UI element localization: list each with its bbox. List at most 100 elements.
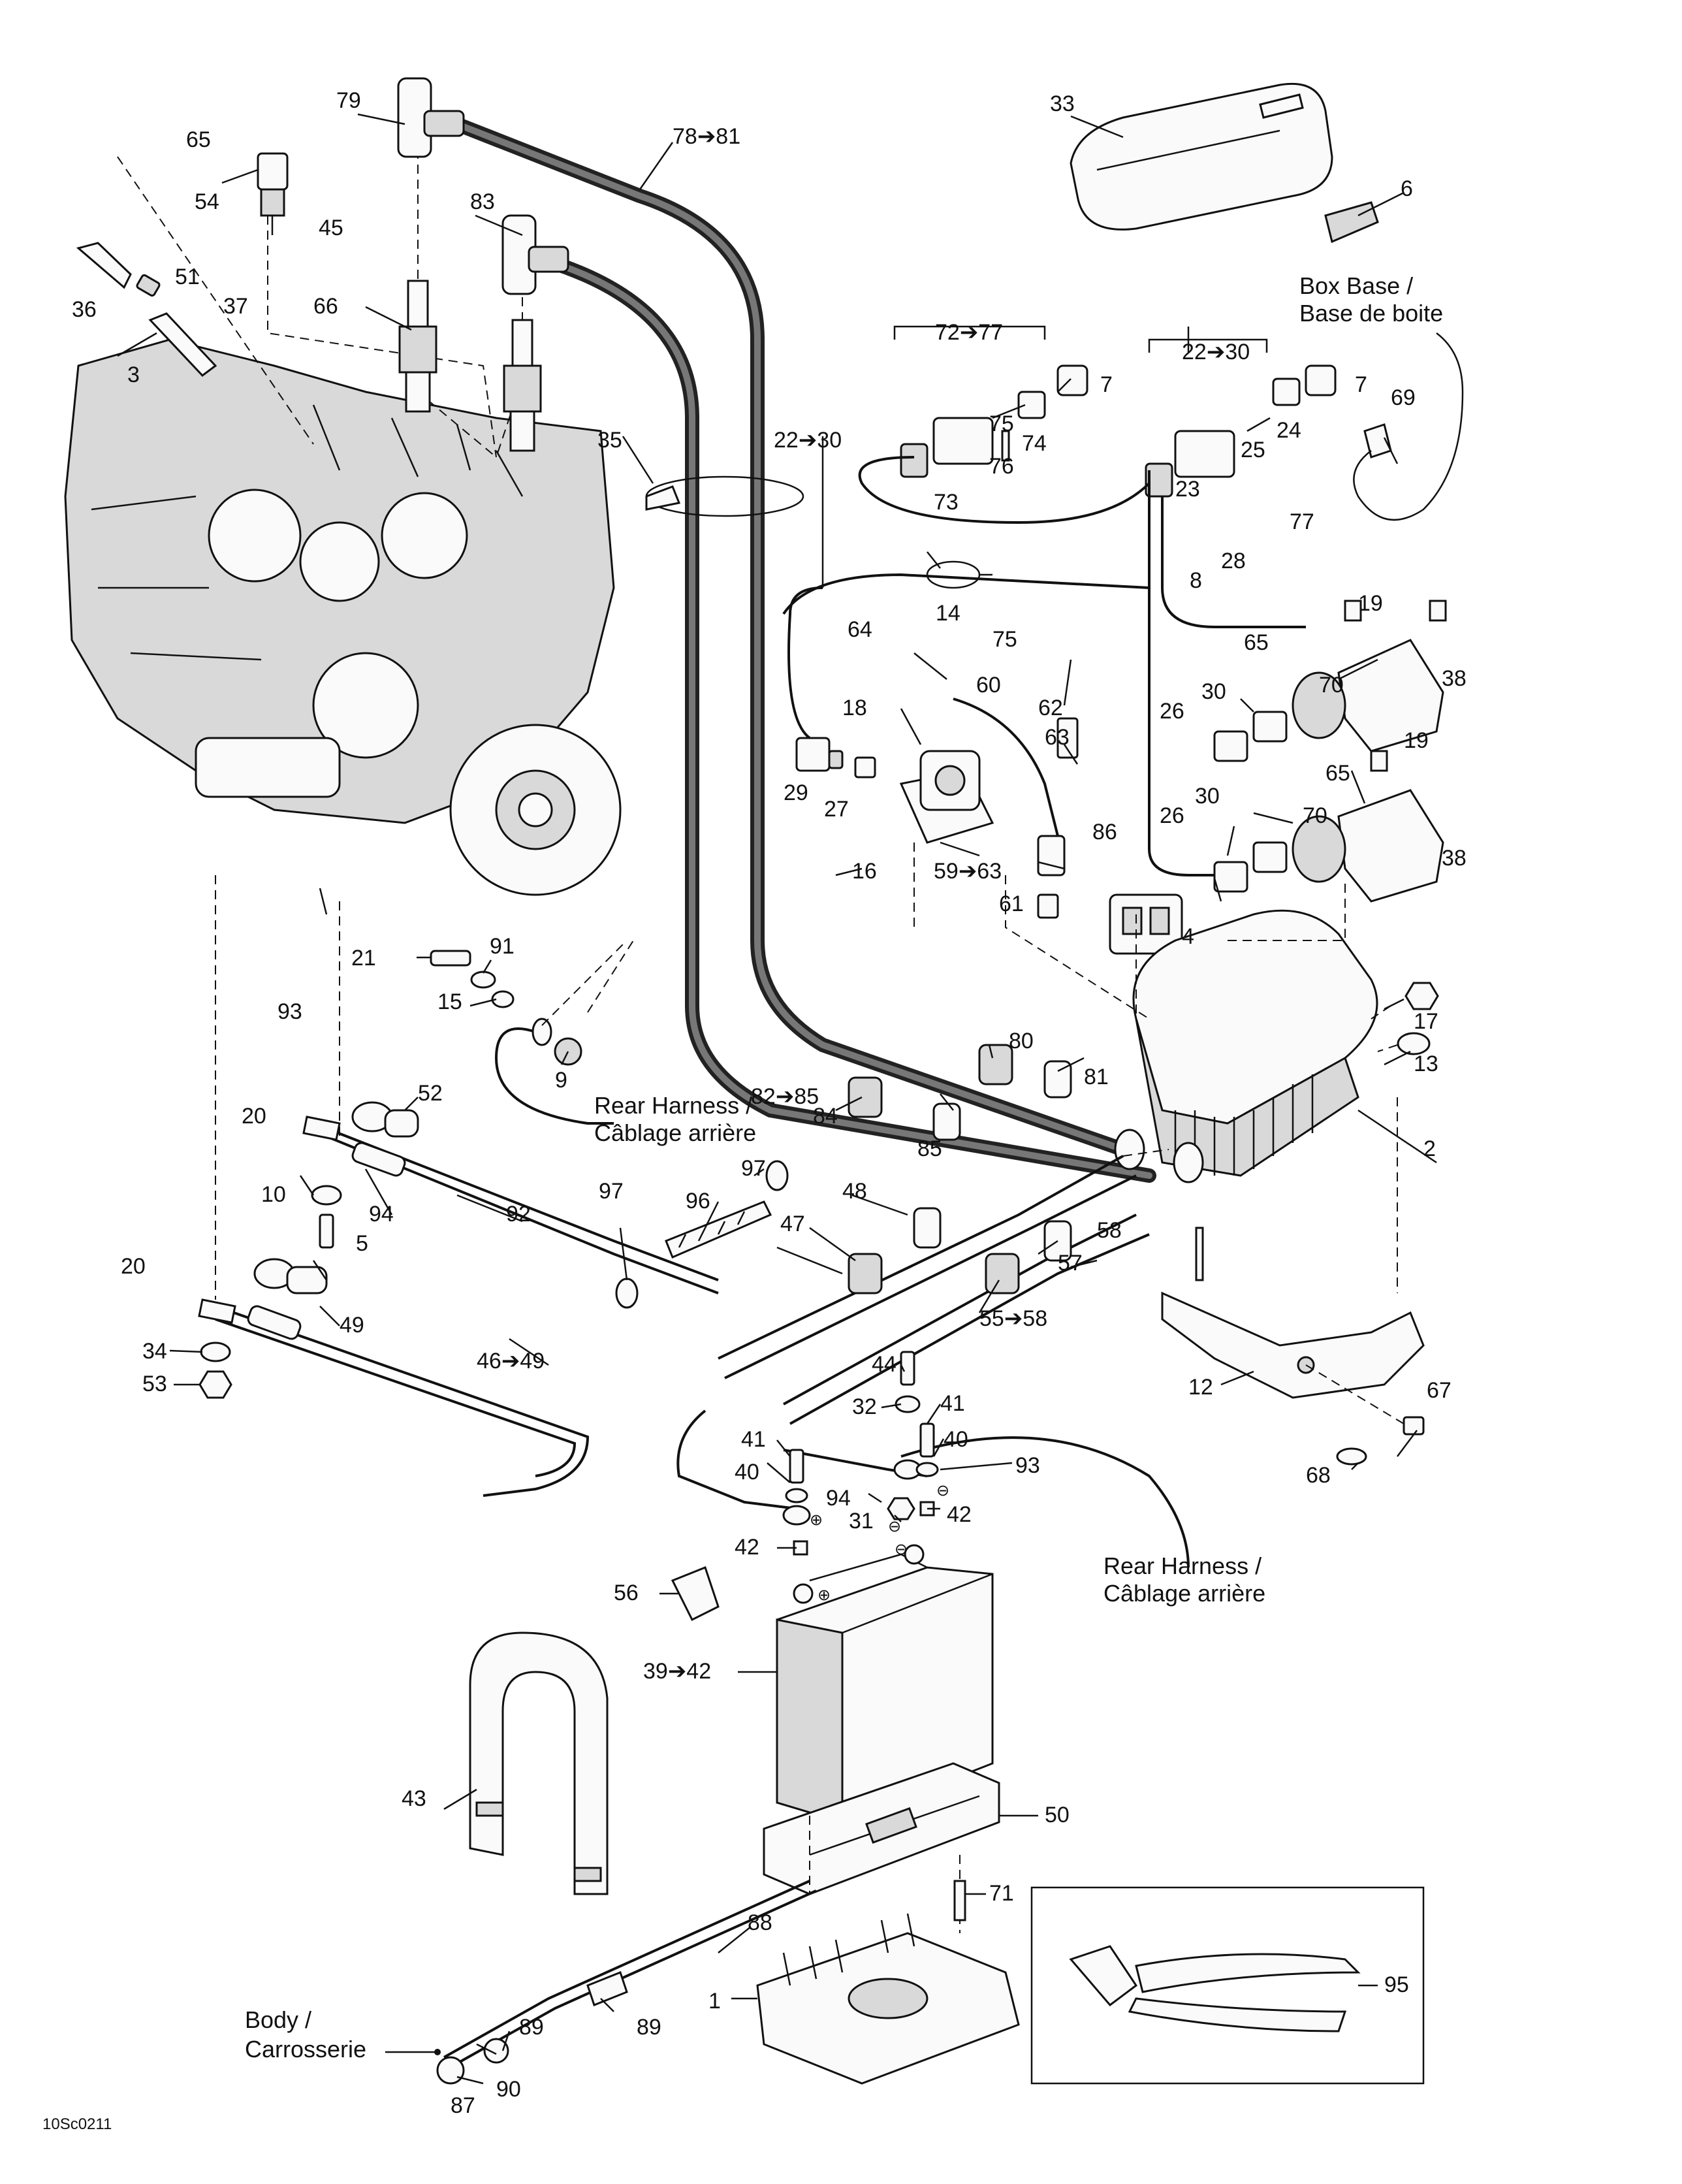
callout-75-a: 75 [989,411,1014,436]
callout-55-58: 55➔58 [979,1306,1047,1331]
callout-40-b: 40 [944,1427,968,1452]
callout-72-77: 72➔77 [935,320,1003,345]
callout-94-a: 94 [369,1202,394,1227]
callout-41-b: 41 [940,1391,965,1416]
callout-38-a: 38 [1442,666,1467,691]
caption-rear-harness2-fr: Câblage arrière [1103,1580,1265,1607]
symbol-plus: ⊕ [810,1511,823,1529]
sensor-36-51 [76,242,217,377]
callout-91: 91 [490,934,515,959]
callout-42-a: 42 [735,1535,759,1560]
callout-80: 80 [1009,1029,1034,1053]
bolt-41-right [919,1422,935,1458]
rectifier-38-bottom [1292,750,1444,903]
leader-lines [117,113,1437,2085]
callout-69: 69 [1391,385,1416,410]
callout-53: 53 [142,1372,167,1396]
grommet-81 [1114,1129,1145,1170]
callout-64: 64 [848,617,872,642]
callout-52: 52 [418,1081,443,1106]
figure-code: 10Sc0211 [42,2115,112,2133]
callout-42-b: 42 [947,1502,972,1527]
callout-8: 8 [1190,568,1202,593]
callout-24: 24 [1277,418,1301,443]
callout-73: 73 [934,490,959,515]
callout-47: 47 [780,1212,805,1236]
callout-76: 76 [989,454,1014,479]
callout-25: 25 [1241,438,1265,462]
battery-minus-sign: ⊖ [895,1541,908,1558]
callout-6: 6 [1401,176,1413,201]
washer-10 [311,1185,342,1206]
callout-35: 35 [597,428,622,453]
callout-7-a: 7 [1100,372,1113,397]
battery-cable-92 [302,1116,719,1294]
caption-rear-harness-fr: Câblage arrière [594,1119,756,1146]
nut-31 [887,1497,915,1520]
callout-43: 43 [402,1786,426,1811]
callout-97-a: 97 [599,1179,624,1204]
callout-22-30-b: 22➔30 [1182,340,1250,364]
ignition-cable-82-85 [541,254,1156,1183]
callout-62: 62 [1038,696,1063,720]
callout-60: 60 [976,673,1001,698]
washer-40-left [785,1488,808,1503]
caption-body-fr: Carrosserie [245,2036,366,2063]
battery-strap-43 [469,1631,609,1895]
callout-89-b: 89 [637,2015,661,2040]
callout-19-b: 19 [1404,728,1429,753]
callout-70-a: 70 [1319,673,1344,698]
callout-30-a: 30 [1201,679,1226,704]
callout-12: 12 [1188,1375,1213,1400]
spark-plug-66 [398,280,542,452]
callout-2: 2 [1423,1136,1436,1161]
callout-45: 45 [319,216,343,240]
bolt-5 [319,1213,334,1249]
boot-80 [978,1044,1013,1085]
washer-13 [1397,1032,1431,1055]
callout-26-b: 26 [1160,803,1184,828]
temperature-sensor-54 [257,152,289,235]
sleeve-96 [665,1200,772,1259]
nut-53 [198,1370,232,1399]
support-bracket-12 [1161,1227,1425,1399]
callout-88: 88 [748,1910,772,1935]
callout-75-b: 75 [992,627,1017,652]
rectifier-38-top [1292,600,1447,752]
connector-29-27 [795,737,876,779]
washer-34 [200,1341,231,1362]
fuse-61 [1037,893,1059,919]
callout-90: 90 [496,2077,521,2102]
callout-37: 37 [223,294,248,319]
callout-28: 28 [1221,549,1246,573]
callout-49: 49 [340,1313,364,1338]
callout-18: 18 [842,696,867,720]
battery-cable-terminals [676,1409,1190,1568]
callout-1: 1 [708,1989,721,2014]
callout-7-b: 7 [1355,372,1367,397]
callout-67: 67 [1427,1378,1452,1403]
callout-30-b: 30 [1195,784,1220,809]
connector-26-30 [1213,711,1288,893]
callout-14: 14 [936,601,960,626]
callout-16: 16 [852,859,877,884]
callout-58: 58 [1097,1218,1122,1243]
box-cover-33 [1070,82,1379,244]
callout-48: 48 [842,1179,867,1204]
callout-57: 57 [1058,1251,1083,1276]
callout-22-30-a: 22➔30 [774,428,842,453]
callout-5: 5 [356,1231,368,1256]
callout-94-b: 94 [826,1486,851,1511]
grommet-85 [1173,1142,1204,1183]
callout-92: 92 [506,1202,531,1227]
bolt-44 [900,1351,915,1386]
callout-70-b: 70 [1303,803,1327,828]
battery-plus-sign: ⊕ [817,1586,831,1604]
boot-52 [351,1101,419,1138]
ignition-cable-78-81 [450,117,1130,1157]
battery-tray-50 [763,1762,1000,1895]
battery-holder-1 [756,1913,1020,2085]
callout-65-a: 65 [186,127,211,152]
callout-56: 56 [614,1581,639,1605]
